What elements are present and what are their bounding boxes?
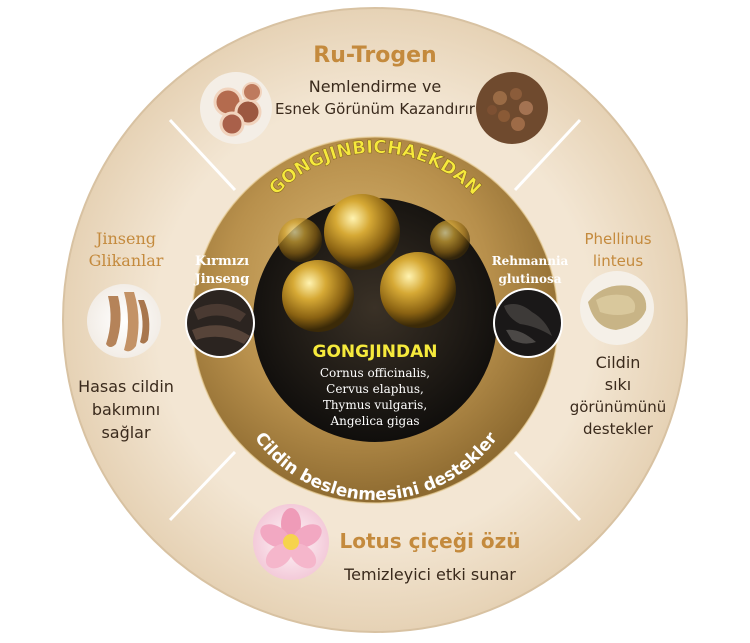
- center-line4: Angelica gigas: [329, 414, 419, 428]
- phellinus-image: [580, 271, 654, 345]
- bottom-title: Lotus çiçeği özü: [339, 529, 520, 553]
- inner-left-line1: Kırmızı: [195, 254, 249, 269]
- ginseng-root-image: [87, 284, 161, 358]
- top-desc-line2: Esnek Görünüm Kazandırır: [275, 100, 476, 118]
- left-desc-line3: sağlar: [101, 423, 151, 442]
- inner-right-line1: Rehmannia: [492, 254, 569, 268]
- right-title-line2: linteus: [593, 252, 643, 270]
- right-desc-line3: görünümünü: [570, 398, 667, 416]
- rehmannia-image: [493, 288, 563, 358]
- center-title: GONGJINDAN: [313, 342, 438, 362]
- right-desc-line2: sıkı: [605, 375, 632, 394]
- left-title-line1: Jinseng: [94, 229, 156, 248]
- left-title-line2: Glikanlar: [89, 251, 164, 270]
- bottom-subtitle: Temizleyici etki sunar: [343, 565, 516, 584]
- segment-dividers: [168, 118, 582, 522]
- inner-right-line2: glutinosa: [498, 272, 561, 286]
- rutrogen-slice-image: [200, 72, 272, 144]
- red-ginseng-image: [185, 288, 255, 358]
- left-desc-line1: Hasas cildin: [78, 377, 174, 396]
- rutrogen-pieces-image: [476, 72, 548, 144]
- gold-pearls-image: [278, 194, 470, 332]
- center-line2: Cervus elaphus,: [326, 382, 424, 396]
- top-desc-line1: Nemlendirme ve: [309, 77, 442, 96]
- right-title-line1: Phellinus: [584, 230, 651, 248]
- inner-left-line2: Jinseng: [194, 272, 250, 287]
- right-desc-line4: destekler: [583, 420, 654, 438]
- right-desc-line1: Cildin: [596, 353, 641, 372]
- center-line3: Thymus vulgaris,: [323, 398, 427, 412]
- lotus-flower-image: [253, 504, 329, 580]
- top-title: Ru-Trogen: [313, 43, 436, 68]
- center-line1: Cornus officinalis,: [320, 366, 430, 380]
- left-desc-line2: bakımını: [92, 400, 160, 419]
